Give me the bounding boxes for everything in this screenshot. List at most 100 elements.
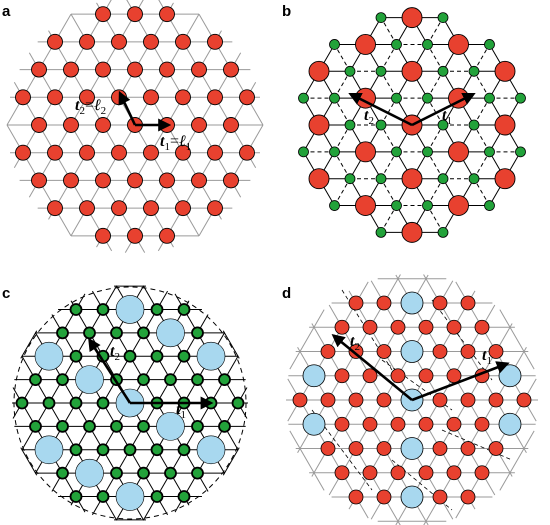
green-site <box>177 349 191 363</box>
red-site <box>95 61 111 78</box>
red-site <box>390 416 406 432</box>
panel-a-t2-label: t2=ℓ2 <box>75 97 106 117</box>
red-site <box>446 465 462 481</box>
red-site <box>432 344 448 359</box>
green-site <box>391 200 402 211</box>
green-site <box>484 200 495 211</box>
red-site <box>432 489 448 505</box>
red-site <box>159 6 175 23</box>
bond-line <box>334 71 351 99</box>
green-site <box>298 92 309 104</box>
green-site <box>375 12 387 24</box>
bond-line <box>380 178 397 206</box>
red-site <box>159 227 175 244</box>
green-site <box>110 326 123 340</box>
blue-site <box>156 412 185 441</box>
green-site <box>218 373 231 387</box>
red-site <box>47 200 63 217</box>
red-site <box>460 392 476 408</box>
green-site <box>69 443 83 457</box>
green-site <box>69 490 83 503</box>
red-site <box>401 168 423 190</box>
green-site <box>484 92 495 104</box>
bond-line <box>91 314 209 516</box>
bond-line <box>427 124 444 153</box>
green-site <box>96 490 110 503</box>
green-site <box>110 419 123 433</box>
green-site <box>83 326 96 340</box>
bond-line <box>427 44 444 72</box>
red-site <box>320 344 336 359</box>
red-site <box>446 319 462 335</box>
red-site <box>446 416 462 432</box>
red-site <box>362 416 378 432</box>
red-site <box>355 34 376 55</box>
red-site <box>348 392 364 408</box>
red-site <box>488 441 504 456</box>
panel-b: b t2 t1 <box>282 3 526 243</box>
bond-line <box>427 97 444 126</box>
red-site <box>191 172 207 189</box>
green-site <box>515 92 526 104</box>
red-site <box>376 344 392 359</box>
panel-d-t2-label: t2 <box>350 333 360 353</box>
green-site <box>422 39 433 50</box>
red-site <box>474 416 490 432</box>
green-site <box>422 200 433 211</box>
panel-d-arrows <box>331 333 510 402</box>
red-site <box>15 144 31 161</box>
red-site <box>488 392 504 408</box>
lattice-line <box>289 309 325 370</box>
red-site <box>15 89 31 106</box>
green-site <box>437 119 449 131</box>
green-site <box>344 65 356 77</box>
green-site <box>96 396 110 410</box>
blue-site <box>115 482 145 511</box>
t2-arrow <box>118 90 137 126</box>
red-site <box>127 227 143 244</box>
t2-arrow <box>348 92 413 127</box>
green-site <box>191 466 204 480</box>
green-site <box>437 173 449 185</box>
red-site <box>95 172 111 189</box>
red-site <box>460 344 476 359</box>
bond-line <box>427 151 444 179</box>
red-site <box>207 144 223 161</box>
bond-line <box>380 151 397 179</box>
red-site <box>127 61 143 78</box>
green-site <box>344 173 356 185</box>
bond-line <box>473 124 490 153</box>
red-site <box>191 61 207 78</box>
red-site <box>175 144 191 161</box>
red-site <box>175 33 191 50</box>
panel-d-t1-label: t1 <box>482 347 492 367</box>
red-site <box>432 392 448 408</box>
red-site <box>474 319 490 335</box>
bond-line <box>427 71 444 99</box>
green-site <box>298 146 309 158</box>
bond-line <box>91 290 209 492</box>
lattice-line <box>328 304 454 520</box>
lattice-line <box>499 430 535 491</box>
red-site <box>432 295 448 311</box>
bond-line <box>473 71 490 99</box>
green-site <box>29 419 42 433</box>
red-site <box>159 61 175 78</box>
lattice-line <box>158 0 257 168</box>
bond-line <box>334 124 351 153</box>
panel-d-label: d <box>282 285 291 302</box>
red-site <box>143 200 159 217</box>
panel-d-sites <box>292 291 532 509</box>
red-site <box>355 195 376 216</box>
red-site <box>448 141 469 163</box>
lattice-line <box>499 309 535 370</box>
red-site <box>223 172 239 189</box>
blue-site <box>302 364 326 388</box>
red-site <box>95 6 111 23</box>
green-site <box>137 373 150 387</box>
red-site <box>390 319 406 335</box>
red-site <box>127 172 143 189</box>
red-site <box>488 344 504 359</box>
red-site <box>460 295 476 311</box>
red-site <box>494 168 516 190</box>
